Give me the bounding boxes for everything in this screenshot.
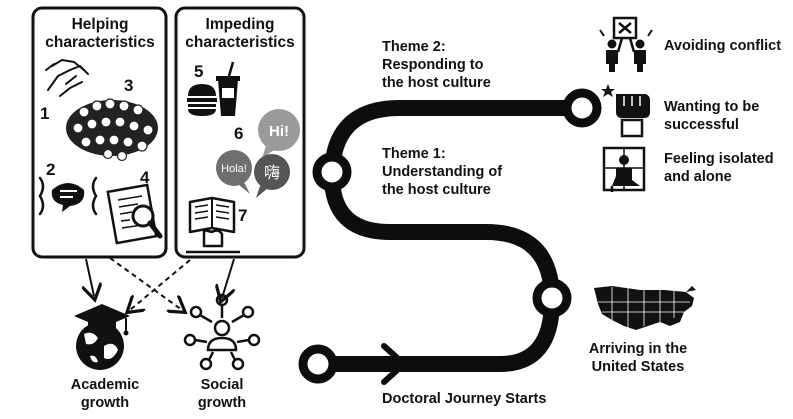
impeding-box <box>174 6 306 259</box>
crowd-icon <box>66 98 158 162</box>
journey-path <box>310 100 590 372</box>
impeding-title: Impeding characteristics <box>180 16 300 52</box>
theme1-label: Theme 1: Understanding of the host cultu… <box>382 145 502 199</box>
arriving-line1: Arriving in the <box>588 341 688 357</box>
number-4: 4 <box>140 168 150 187</box>
theme2-label: Theme 2: Responding to the host culture <box>382 38 491 92</box>
multilingual-bubbles-icon: Hi! Hola! 嗨 <box>216 109 300 198</box>
number-2: 2 <box>46 160 56 179</box>
feeling-isolated-line2: and alone <box>664 169 732 185</box>
theme2-line1: Theme 2: <box>382 39 446 55</box>
feeling-isolated-label: Feeling isolated and alone <box>664 150 774 186</box>
academic-growth-line1: Academic <box>70 377 140 393</box>
impeding-title-line1: Impeding <box>205 16 275 33</box>
academic-growth-label: Academic growth <box>50 376 160 412</box>
journey-start-node <box>298 344 338 384</box>
bubble-hi-text: Hi! <box>269 123 289 140</box>
social-network-icon <box>183 293 261 371</box>
number-7: 7 <box>238 206 248 225</box>
avoiding-conflict-label: Avoiding conflict <box>664 38 782 54</box>
theme2-node <box>562 88 602 128</box>
reading-book-icon <box>186 196 240 254</box>
theme2-line2: Responding to <box>382 57 484 73</box>
handshake-icon <box>45 59 89 97</box>
success-fist-icon <box>601 84 650 138</box>
number-1: 1 <box>40 104 50 123</box>
journey-start-label: Doctoral Journey Starts <box>382 391 547 407</box>
us-map-icon <box>594 286 696 330</box>
arriving-label: Arriving in the United States <box>576 340 700 376</box>
helping-title-line1: Helping <box>71 16 129 33</box>
journey-direction-arrow <box>381 343 407 385</box>
impeding-title-line2: characteristics <box>185 34 295 51</box>
number-5: 5 <box>194 62 204 81</box>
number-6: 6 <box>234 124 244 143</box>
academic-growth-line2: growth <box>80 395 130 411</box>
arriving-node <box>532 278 572 318</box>
box-to-growth-arrows <box>86 257 234 310</box>
isolated-person-icon <box>602 146 646 192</box>
theme1-line3: the host culture <box>382 182 491 198</box>
helping-title-line2: characteristics <box>45 34 155 51</box>
social-growth-line2: growth <box>197 395 247 411</box>
arriving-line2: United States <box>591 359 685 375</box>
graduation-globe-icon <box>74 304 130 370</box>
social-growth-line1: Social <box>200 377 244 393</box>
bubble-hola-text: Hola! <box>221 163 247 175</box>
feeling-isolated-line1: Feeling isolated <box>664 151 774 167</box>
theme2-line3: the host culture <box>382 75 491 91</box>
wanting-success-label: Wanting to be successful <box>664 98 759 134</box>
bubble-chinese-text: 嗨 <box>264 163 280 182</box>
theme1-line2: Understanding of <box>382 164 503 180</box>
helping-title: Helping characteristics <box>40 16 160 52</box>
wanting-success-line2: successful <box>664 117 739 133</box>
wanting-success-line1: Wanting to be <box>664 99 760 115</box>
fast-food-icon <box>187 61 240 116</box>
number-3: 3 <box>124 76 134 95</box>
theme1-line1: Theme 1: <box>382 146 446 162</box>
conversation-icon <box>38 176 98 216</box>
social-growth-label: Social growth <box>167 376 277 412</box>
theme1-node <box>312 152 352 192</box>
conflict-icon <box>599 16 653 72</box>
document-search-icon <box>106 183 163 245</box>
